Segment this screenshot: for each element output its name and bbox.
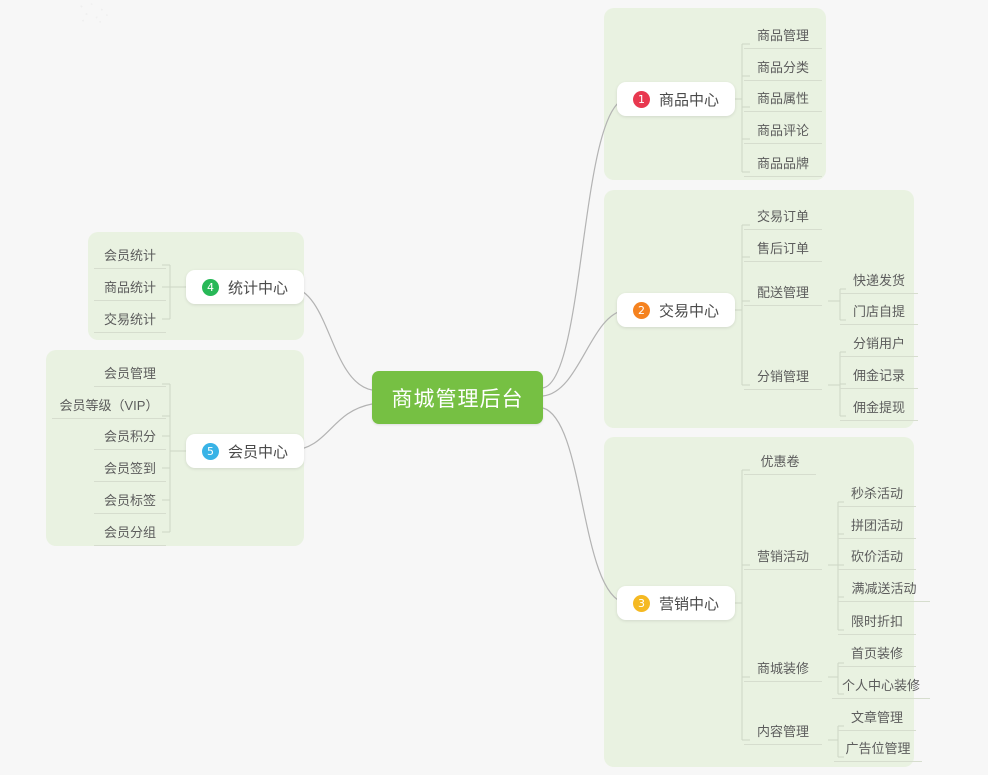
node-ad-slot-mgmt[interactable]: 广告位管理 <box>834 738 922 762</box>
node-member-checkin[interactable]: 会员签到 <box>94 458 166 482</box>
branch-node-marketing[interactable]: 3 营销中心 <box>617 586 736 620</box>
node-aftersale-order[interactable]: 售后订单 <box>744 238 822 262</box>
branch-label-member: 会员中心 <box>228 443 289 461</box>
node-store-pickup[interactable]: 门店自提 <box>840 301 918 325</box>
node-mall-decorate[interactable]: 商城装修 <box>744 658 822 682</box>
branch-node-member[interactable]: 5 会员中心 <box>186 434 305 468</box>
node-product-guanli[interactable]: 商品管理 <box>744 25 822 49</box>
node-product-stats[interactable]: 商品统计 <box>94 277 166 301</box>
branch-badge-2: 2 <box>633 301 650 319</box>
node-profile-decorate[interactable]: 个人中心装修 <box>832 675 930 699</box>
node-member-stats[interactable]: 会员统计 <box>94 245 166 269</box>
node-article-mgmt[interactable]: 文章管理 <box>838 707 916 731</box>
node-member-points[interactable]: 会员积分 <box>94 426 166 450</box>
branch-badge-3: 3 <box>633 594 650 612</box>
node-coupon[interactable]: 优惠卷 <box>744 451 816 475</box>
branch-badge-1: 1 <box>633 90 650 108</box>
root-node[interactable]: 商城管理后台 <box>372 371 543 424</box>
branch-label-product: 商品中心 <box>659 91 720 109</box>
node-express-ship[interactable]: 快递发货 <box>840 270 918 294</box>
node-commission-log[interactable]: 佣金记录 <box>840 365 918 389</box>
node-delivery-mgmt[interactable]: 配送管理 <box>744 282 822 306</box>
node-product-pinpai[interactable]: 商品品牌 <box>744 153 822 177</box>
node-marketing-act[interactable]: 营销活动 <box>744 546 822 570</box>
node-trade-order[interactable]: 交易订单 <box>744 206 822 230</box>
branch-label-marketing: 营销中心 <box>659 595 720 613</box>
node-member-mgmt[interactable]: 会员管理 <box>94 363 166 387</box>
node-commission-withdraw[interactable]: 佣金提现 <box>840 397 918 421</box>
node-dist-users[interactable]: 分销用户 <box>840 333 918 357</box>
branch-badge-4: 4 <box>202 278 219 296</box>
root-label: 商城管理后台 <box>391 387 524 411</box>
node-distribution-mgmt[interactable]: 分销管理 <box>744 366 822 390</box>
node-member-tag[interactable]: 会员标签 <box>94 490 166 514</box>
node-full-discount[interactable]: 满减送活动 <box>838 578 930 602</box>
node-product-fenlei[interactable]: 商品分类 <box>744 57 822 81</box>
branch-label-stats: 统计中心 <box>228 279 289 297</box>
branch-node-stats[interactable]: 4 统计中心 <box>186 270 305 304</box>
node-flash-sale[interactable]: 秒杀活动 <box>838 483 916 507</box>
node-product-shuxing[interactable]: 商品属性 <box>744 88 822 112</box>
node-limited-discount[interactable]: 限时折扣 <box>838 611 916 635</box>
branch-node-product[interactable]: 1 商品中心 <box>617 82 736 116</box>
branch-badge-5: 5 <box>202 442 219 460</box>
node-trade-stats[interactable]: 交易统计 <box>94 309 166 333</box>
node-member-level[interactable]: 会员等级（VIP） <box>52 395 166 419</box>
node-member-group[interactable]: 会员分组 <box>94 522 166 546</box>
node-home-decorate[interactable]: 首页装修 <box>838 643 916 667</box>
branch-node-trade[interactable]: 2 交易中心 <box>617 293 736 327</box>
node-content-mgmt[interactable]: 内容管理 <box>744 721 822 745</box>
node-group-buy[interactable]: 拼团活动 <box>838 515 916 539</box>
watermark-artifact <box>78 2 112 24</box>
branch-label-trade: 交易中心 <box>659 302 720 320</box>
node-bargain[interactable]: 砍价活动 <box>838 546 916 570</box>
node-product-pinglun[interactable]: 商品评论 <box>744 120 822 144</box>
